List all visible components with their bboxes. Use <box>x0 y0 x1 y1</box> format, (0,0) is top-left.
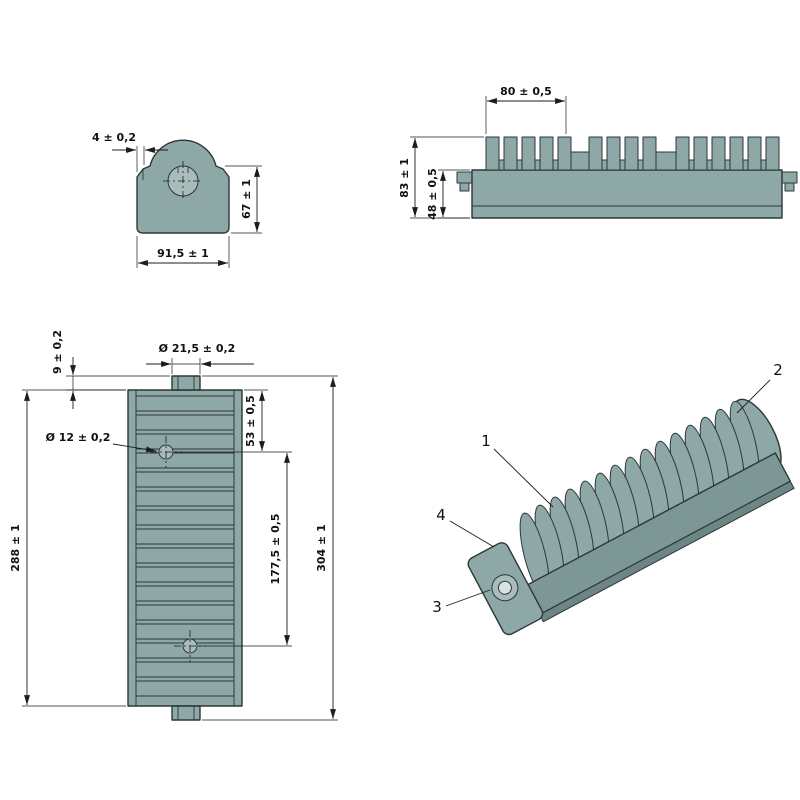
callout-4: 4 <box>436 506 446 524</box>
dim-side-base-height: 48 ± 0,5 <box>426 168 470 220</box>
dim-flange: 4 ± 0,2 <box>92 131 168 172</box>
dim-hole-offset: 53 ± 0,5 <box>174 389 292 453</box>
dim-hole-spacing: 177,5 ± 0,5 <box>198 453 292 647</box>
dim-hole-dia: Ø 12 ± 0,2 <box>46 431 157 453</box>
low-tooth <box>655 151 677 171</box>
dim-end-height: 67 ± 1 <box>225 165 262 234</box>
dim-side-total-height-label: 83 ± 1 <box>398 158 411 198</box>
dim-hole-offset-label: 53 ± 0,5 <box>244 395 257 447</box>
right-stub <box>781 171 798 184</box>
dim-side-base-height-label: 48 ± 0,5 <box>426 168 439 220</box>
tooth-group-c <box>675 136 780 171</box>
plan-view: 9 ± 0,2 Ø 21,5 ± 0,2 53 ± 0,5 177,5 ± 0,… <box>9 330 338 721</box>
dim-tab-length-label: 9 ± 0,2 <box>51 330 64 374</box>
plan-view-part <box>127 375 243 721</box>
dim-pitch: 80 ± 0,5 <box>485 85 567 134</box>
side-view: 80 ± 0,5 83 ± 1 48 ± 0,5 <box>398 85 798 220</box>
dim-total-length-label: 304 ± 1 <box>315 524 328 572</box>
dim-end-width-label: 91,5 ± 1 <box>157 247 209 260</box>
end-view-centerlines <box>163 161 203 201</box>
iso-part <box>467 398 795 636</box>
tooth-group-a <box>485 136 572 171</box>
right-stub-inner <box>784 182 795 192</box>
dim-side-total-height: 83 ± 1 <box>398 136 484 219</box>
left-stub-inner <box>459 182 470 192</box>
low-tooth <box>570 151 590 171</box>
left-stub <box>456 171 473 184</box>
dim-body-length-label: 288 ± 1 <box>9 524 22 572</box>
isometric-view: 1 2 3 4 <box>432 361 795 636</box>
dim-pitch-label: 80 ± 0,5 <box>500 85 552 98</box>
side-view-part <box>456 136 798 219</box>
dim-hole-spacing-label: 177,5 ± 0,5 <box>269 513 282 584</box>
bottom-tab <box>171 705 201 721</box>
dim-end-height-label: 67 ± 1 <box>240 179 253 219</box>
dim-flange-label: 4 ± 0,2 <box>92 131 136 144</box>
dim-hole-dia-label: Ø 12 ± 0,2 <box>46 431 111 444</box>
side-base <box>471 169 783 219</box>
end-view: 4 ± 0,2 67 ± 1 91,5 ± 1 <box>92 131 262 268</box>
iso-callouts: 1 2 3 4 <box>432 361 783 616</box>
dim-boss-dia: Ø 21,5 ± 0,2 <box>146 342 254 374</box>
callout-2: 2 <box>773 361 783 379</box>
top-tab <box>171 375 201 391</box>
dim-total-length: 304 ± 1 <box>202 375 338 721</box>
callout-1: 1 <box>481 432 491 450</box>
dim-end-width: 91,5 ± 1 <box>136 236 230 268</box>
iso-axle-stub-face <box>497 580 512 595</box>
plan-hole-2 <box>174 630 206 662</box>
dim-boss-dia-label: Ø 21,5 ± 0,2 <box>159 342 236 355</box>
dim-body-length: 288 ± 1 <box>9 389 126 707</box>
tooth-group-b <box>588 136 657 171</box>
callout-3: 3 <box>432 598 442 616</box>
